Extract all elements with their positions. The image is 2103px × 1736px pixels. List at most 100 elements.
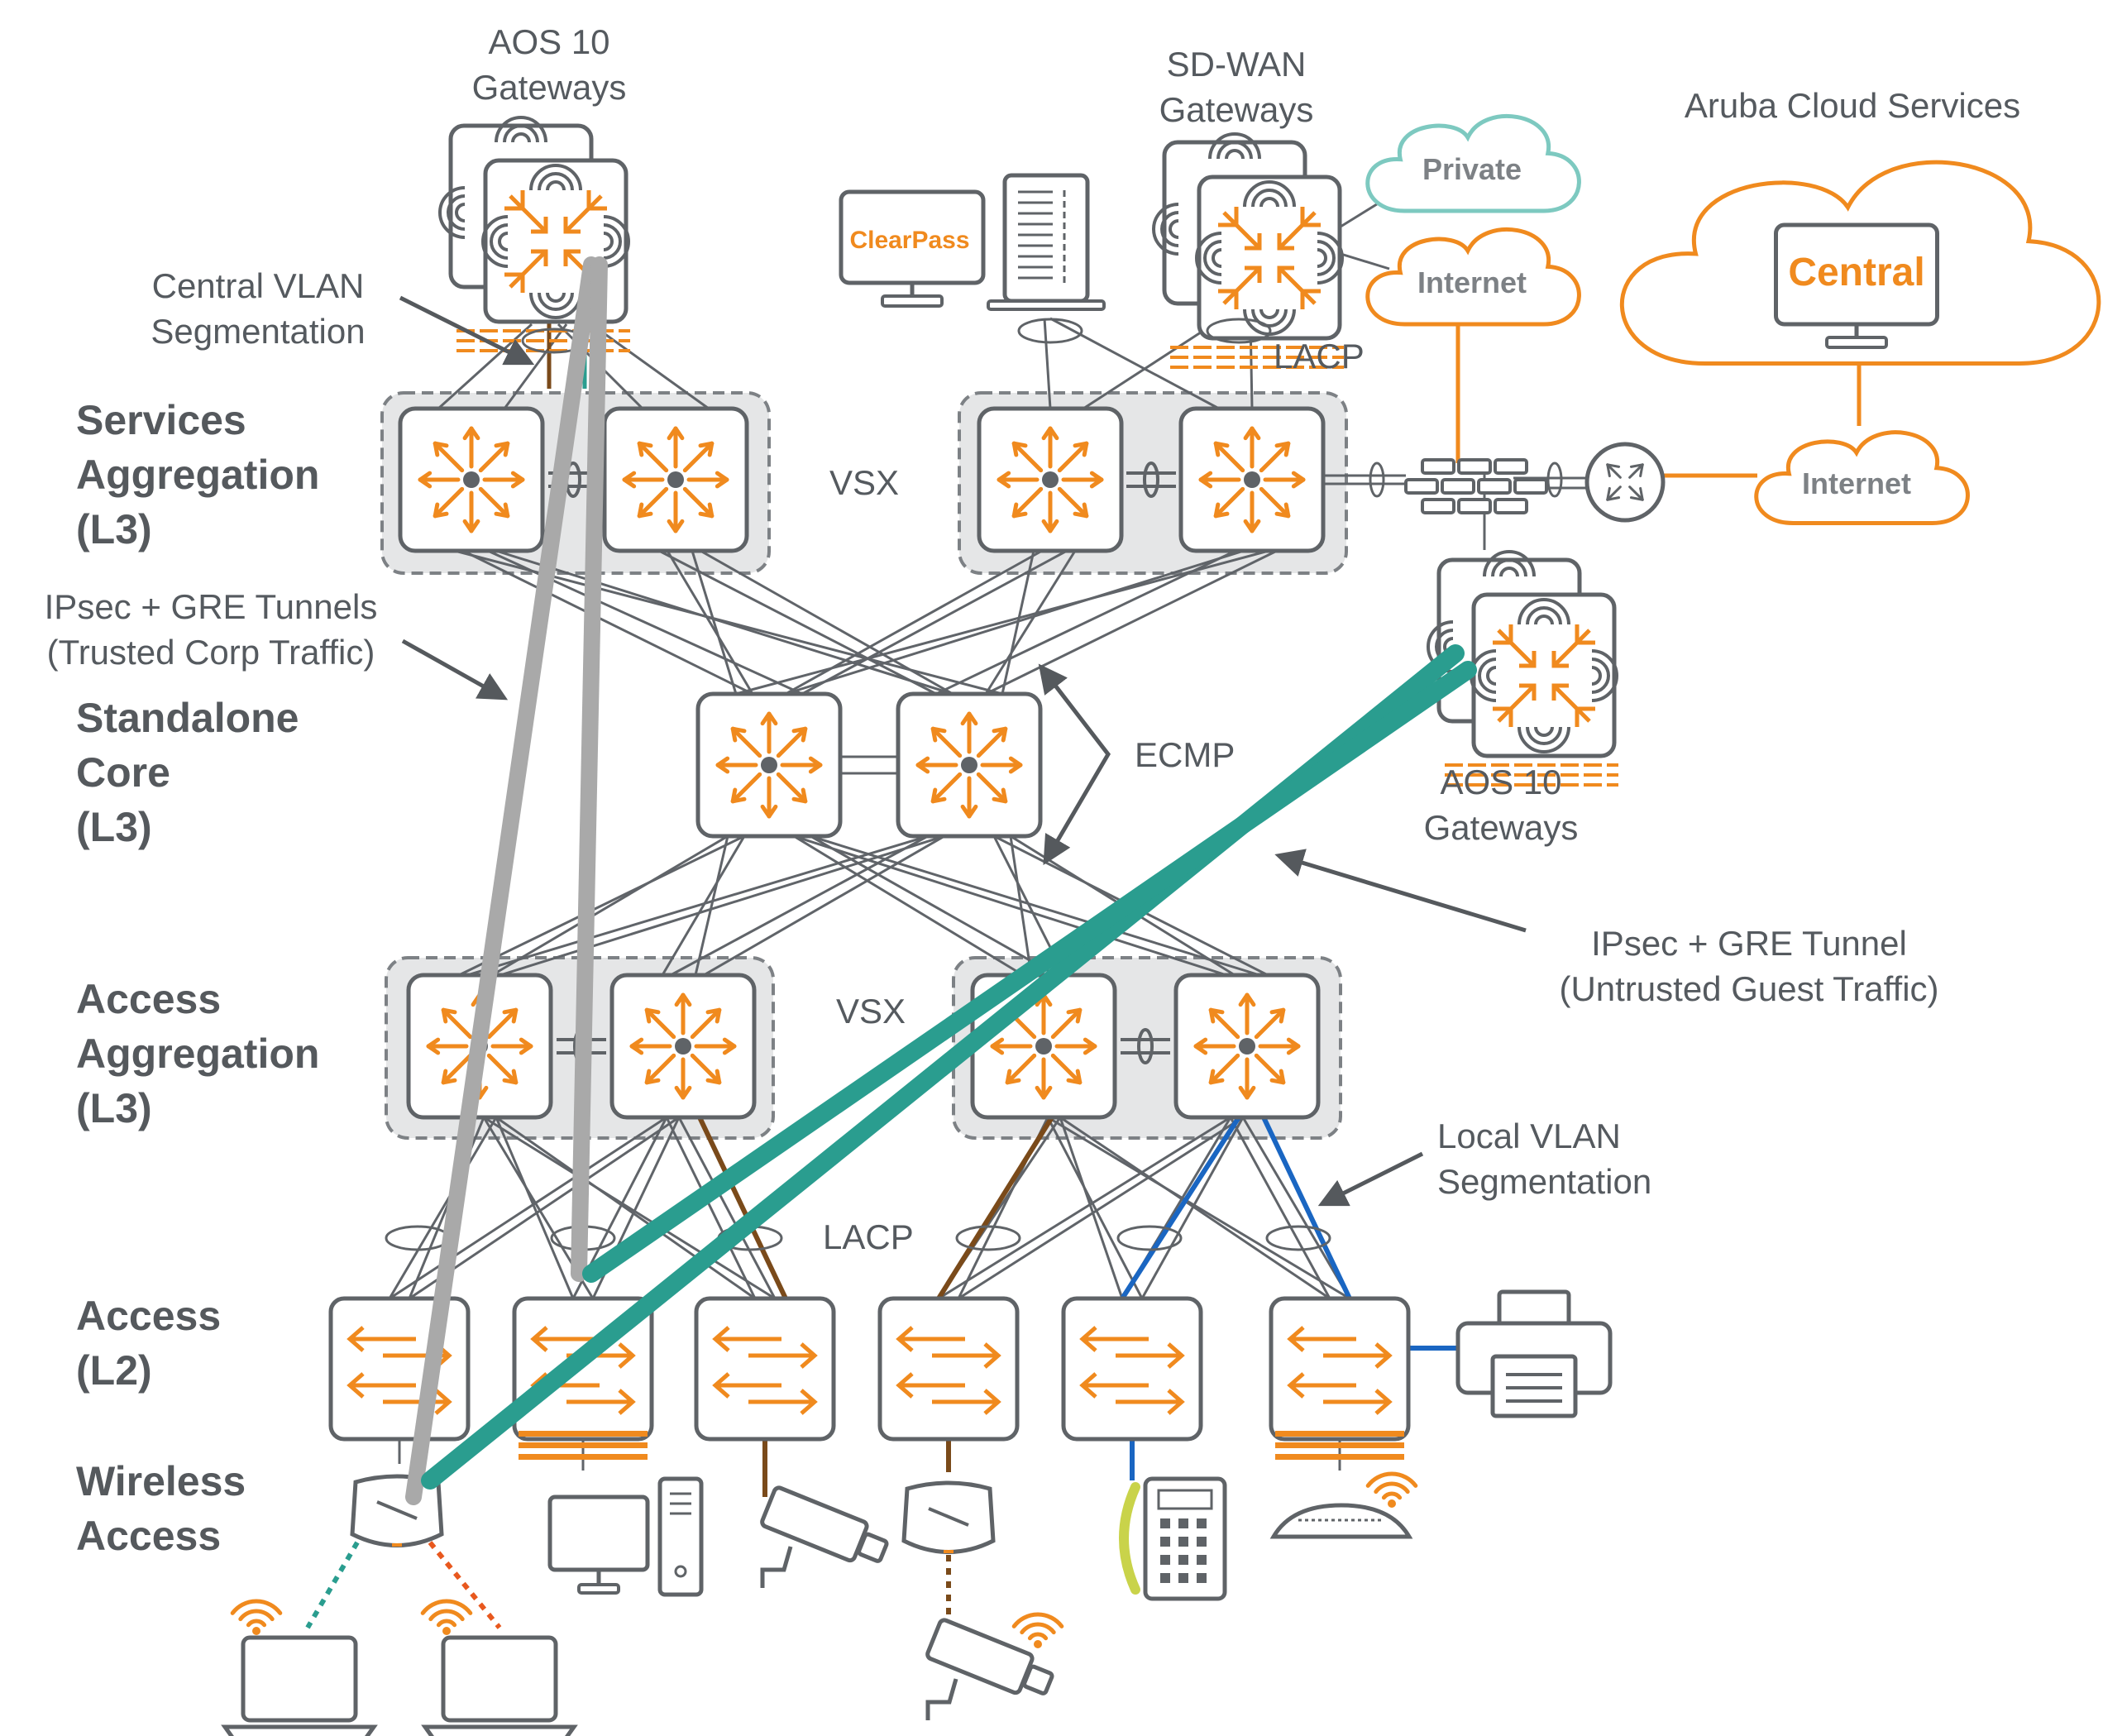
lacp-oval [1546, 461, 1563, 498]
link-core-to-access-agg [661, 835, 746, 976]
link-access-agg-to-access [483, 1116, 776, 1300]
vsx-bottom-label: VSX [836, 992, 906, 1031]
link-services-to-core [935, 549, 1236, 696]
lacp-oval [1206, 318, 1272, 344]
link-access-agg-to-access [388, 1117, 498, 1299]
annotation-arrow [401, 638, 509, 701]
wireless-link [428, 1541, 502, 1629]
tunnel-overlays [399, 256, 1527, 1505]
lacp-oval [1369, 461, 1385, 498]
trusted-tunnel [571, 256, 608, 1282]
laptop[interactable] [221, 1635, 378, 1736]
access-switch[interactable] [1269, 1296, 1411, 1442]
link-access-agg-to-access [495, 1116, 756, 1300]
services-agg-switch[interactable] [977, 406, 1124, 553]
link-core-to-access-agg [1009, 835, 1033, 976]
services-agg-switch[interactable] [602, 406, 749, 553]
aruba-cloud-label: Aruba Cloud Services [1685, 86, 2020, 125]
link-server-to-services [1049, 317, 1220, 410]
connection-lines [305, 201, 1862, 1629]
link-services-to-core [735, 549, 1269, 696]
lacp-top-label: LACP [1274, 337, 1365, 375]
internet-top-label: Internet [1417, 265, 1527, 299]
core-switch[interactable] [695, 691, 843, 839]
link-access-agg-to-access [1059, 1117, 1124, 1299]
access-agg-switch[interactable] [609, 973, 757, 1120]
link-access-agg-to-access [677, 1117, 777, 1299]
link-services-to-core [658, 549, 937, 696]
link-core-to-access-agg [466, 835, 929, 977]
lacp-oval [385, 1225, 451, 1251]
access-switch[interactable] [328, 1296, 471, 1442]
tier-access-label: Access(L2) [76, 1293, 221, 1394]
wifi-icon [1011, 1612, 1064, 1648]
laptop[interactable] [421, 1635, 578, 1736]
link-core-to-access-agg [670, 835, 929, 977]
vsx-link [1126, 461, 1176, 498]
vlan-brown-link [697, 1116, 788, 1300]
lacp-oval [1265, 1225, 1331, 1251]
core-switch[interactable] [896, 691, 1043, 839]
wifi-icon [230, 1599, 283, 1635]
link-access-agg-to-access [938, 1116, 1231, 1300]
wireless-link [305, 1541, 360, 1629]
desktop-computer[interactable] [547, 1476, 704, 1597]
internet-right-label: Internet [1802, 466, 1911, 500]
server-icon[interactable] [987, 173, 1106, 311]
clearpass-monitor[interactable] [839, 189, 986, 308]
vlan-brown-link [936, 1116, 1054, 1300]
link-access-agg-to-access [389, 1116, 667, 1300]
link-services-to-core [666, 550, 754, 695]
wifi-router[interactable] [1269, 1503, 1413, 1539]
annotation-arrow [1317, 1151, 1424, 1207]
lacp-bottom-label: LACP [823, 1217, 914, 1256]
services-agg-switch[interactable] [1178, 406, 1326, 553]
ipsec-untrusted-label: IPsec + GRE Tunnel(Untrusted Guest Traff… [1559, 924, 1938, 1008]
link-services-to-core [1001, 550, 1035, 695]
firewall-icon[interactable] [1404, 458, 1548, 514]
link-access-agg-to-access [665, 1117, 757, 1299]
link-gateway-to-services [503, 323, 568, 409]
annotation-arrow [1274, 849, 1527, 933]
printer[interactable] [1455, 1289, 1613, 1418]
internet-cloud-right [1754, 430, 1970, 525]
link-core-to-access-agg [499, 835, 945, 977]
security-camera[interactable] [760, 1485, 889, 1588]
sdwan-gateway[interactable] [1152, 132, 1344, 369]
link-services-to-core [785, 549, 1245, 696]
private-label: Private [1422, 152, 1522, 186]
link-core-to-access-agg [793, 835, 1024, 977]
link-core-to-access-agg [491, 835, 729, 977]
link-services-to-core [462, 549, 753, 696]
internet-cloud-top [1365, 227, 1581, 327]
link-core-to-access-agg [810, 835, 1057, 977]
untrusted-tunnel [582, 661, 1477, 1283]
ip-phone[interactable] [1119, 1476, 1227, 1601]
link-services-to-core [984, 550, 1077, 695]
access-switch[interactable] [694, 1296, 836, 1442]
access-point[interactable] [901, 1480, 996, 1554]
link-server-to-services [1043, 318, 1052, 409]
services-agg-switch[interactable] [398, 406, 545, 553]
central-monitor[interactable] [1774, 222, 1939, 349]
access-agg-switch[interactable] [1173, 973, 1321, 1120]
link-access-agg-to-access [1140, 1117, 1245, 1299]
link-access-agg-to-access [1046, 1117, 1144, 1299]
vlan-blue-link [1261, 1116, 1352, 1300]
annotation-arrow [399, 295, 535, 366]
access-switch[interactable] [877, 1296, 1020, 1442]
security-camera[interactable] [925, 1618, 1054, 1720]
link-core-to-access-agg [458, 835, 745, 977]
edge-router[interactable] [1584, 442, 1666, 523]
ecmp-arrow [1038, 663, 1111, 866]
link-core-to-access-agg [793, 835, 1227, 977]
private-cloud [1365, 114, 1581, 213]
access-switch[interactable] [1061, 1296, 1203, 1442]
